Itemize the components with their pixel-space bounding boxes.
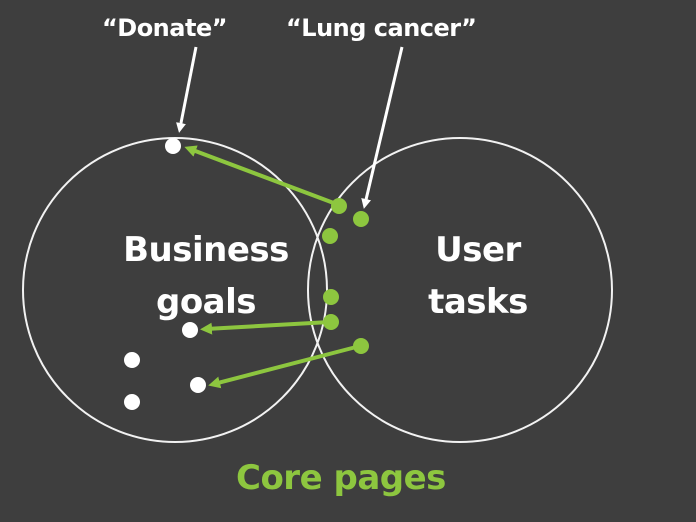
core-page-dot xyxy=(323,289,339,305)
business-goals-heading: Business goals xyxy=(100,224,312,328)
lung-cancer-callout-arrow xyxy=(361,46,404,209)
core-page-dot xyxy=(323,314,339,330)
donate-label: “Donate” xyxy=(102,14,228,42)
core-pages-label: Core pages xyxy=(236,458,446,498)
lung-cancer-label: “Lung cancer” xyxy=(286,14,477,42)
core-to-donate-arrow xyxy=(184,145,340,207)
user-tasks-line1: User xyxy=(435,230,521,270)
donate-callout-arrow xyxy=(176,46,198,133)
business-page-dot xyxy=(190,377,206,393)
business-page-dot xyxy=(124,394,140,410)
core-page-dot xyxy=(322,228,338,244)
user-tasks-line2: tasks xyxy=(428,282,528,322)
business-page-dot xyxy=(182,322,198,338)
business-goals-line2: goals xyxy=(155,282,257,322)
user-tasks-heading: User tasks xyxy=(418,224,538,328)
business-page-dot xyxy=(124,352,140,368)
user-tasks-circle xyxy=(307,137,613,443)
business-goals-circle xyxy=(22,137,328,443)
core-page-dot xyxy=(353,338,369,354)
lung-cancer-page-dot xyxy=(353,211,369,227)
core-page-dot xyxy=(331,198,347,214)
business-goals-line1: Business xyxy=(123,230,289,270)
core-to-page-arrow xyxy=(200,320,331,335)
core-to-page-arrow xyxy=(208,344,361,389)
donate-page-dot xyxy=(165,138,181,154)
